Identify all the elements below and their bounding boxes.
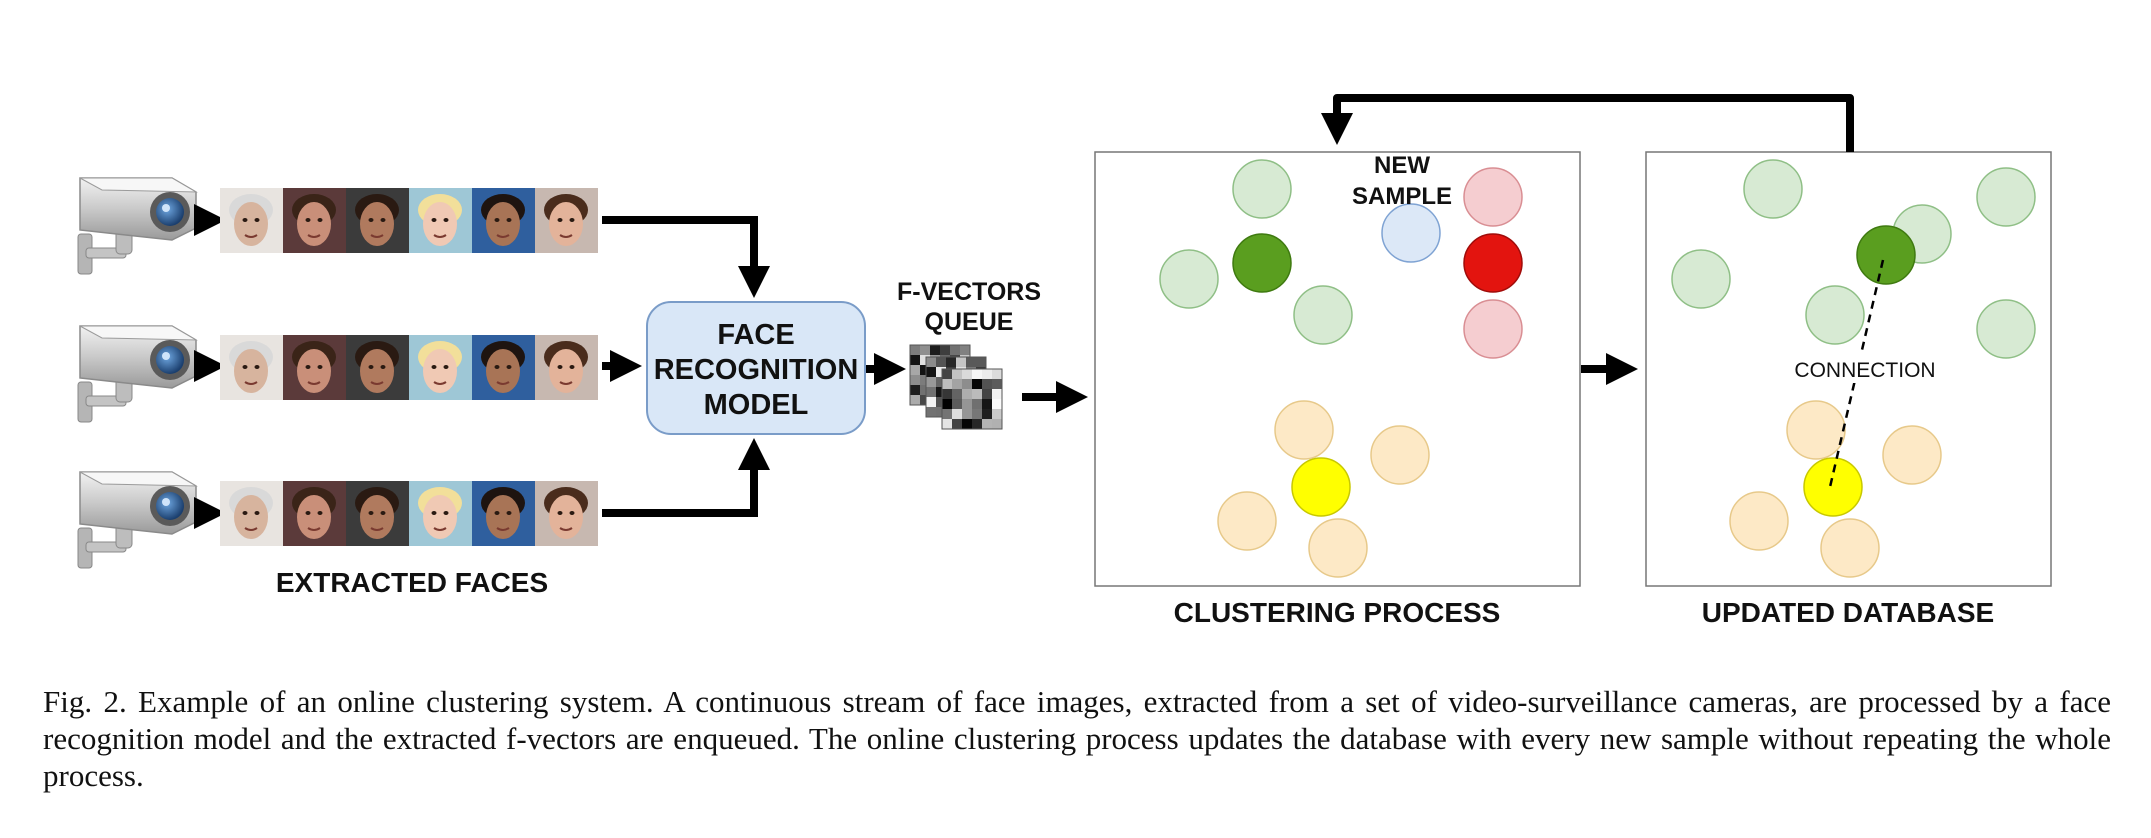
face-thumbnail-icon — [535, 188, 598, 253]
cluster-red-sample — [1463, 299, 1523, 359]
cluster-green-sample — [1232, 159, 1292, 219]
clustering-process-label: CLUSTERING PROCESS — [1174, 597, 1501, 628]
queue-label-line2: QUEUE — [925, 308, 1014, 336]
face-thumbnail-icon — [220, 188, 283, 253]
figure-caption: Fig. 2. Example of an online clustering … — [43, 684, 2111, 793]
security-camera-icon — [77, 325, 197, 423]
security-camera-icon — [77, 471, 197, 569]
updated-database-label: UPDATED DATABASE — [1702, 597, 1994, 628]
model-label-line2: RECOGNITION — [654, 354, 859, 386]
model-label-line3: MODEL — [704, 389, 809, 421]
face-thumbnail-icon — [409, 481, 472, 546]
cluster-red-centroid — [1463, 233, 1523, 293]
face-thumbnail-icon — [346, 481, 409, 546]
database-circles — [1671, 159, 2036, 578]
face-strips — [220, 188, 598, 546]
cluster-green-sample — [1743, 159, 1803, 219]
face-thumbnail-icon — [409, 188, 472, 253]
queue-label-line1: F-VECTORS — [897, 278, 1041, 306]
cluster-yellow-sample — [1370, 425, 1430, 485]
arrow-row1-to-model — [602, 216, 770, 298]
connection-label: CONNECTION — [1794, 359, 1935, 382]
cluster-yellow-sample — [1820, 518, 1880, 578]
connection-label-bg — [1791, 355, 1939, 383]
cluster-yellow-sample — [1729, 491, 1789, 551]
cluster-green-sample — [1293, 285, 1353, 345]
face-thumbnail-icon — [283, 335, 346, 400]
cluster-green-centroid — [1856, 225, 1916, 285]
face-thumbnail-icon — [283, 188, 346, 253]
cluster-green-sample — [1159, 249, 1219, 309]
face-thumbnail-icon — [472, 188, 535, 253]
face-thumbnail-icon — [220, 335, 283, 400]
cluster-green-centroid — [1232, 233, 1292, 293]
new-sample-label-line2: SAMPLE — [1352, 183, 1452, 210]
cluster-yellow-sample — [1882, 425, 1942, 485]
cluster-yellow-sample — [1786, 400, 1846, 460]
cluster-yellow-sample — [1308, 518, 1368, 578]
face-thumbnail-icon — [283, 481, 346, 546]
cluster-green-sample — [1671, 249, 1731, 309]
face-recognition-model-box — [646, 301, 866, 435]
face-thumbnail-icon — [535, 335, 598, 400]
security-camera-icon — [77, 177, 197, 275]
cluster-green-sample — [1805, 285, 1865, 345]
face-thumbnail-icon — [472, 481, 535, 546]
cluster-red-sample — [1463, 167, 1523, 227]
cluster-green-sample — [1976, 299, 2036, 359]
cluster-green-sample — [1976, 167, 2036, 227]
face-thumbnail-icon — [346, 188, 409, 253]
face-thumbnail-icon — [220, 481, 283, 546]
cluster-yellow-sample — [1274, 400, 1334, 460]
new-sample-label-line1: NEW — [1374, 152, 1430, 179]
feedback-arrow — [1321, 94, 1854, 152]
model-label-line1: FACE — [717, 319, 794, 351]
arrow-row3-to-model — [602, 438, 770, 517]
f-vector-queue — [909, 344, 1003, 430]
extracted-faces-label: EXTRACTED FACES — [276, 567, 548, 598]
face-thumbnail-icon — [346, 335, 409, 400]
clustering-circles — [1159, 159, 1523, 578]
face-thumbnail-icon — [535, 481, 598, 546]
cluster-yellow-sample — [1217, 491, 1277, 551]
cluster-yellow-centroid — [1803, 457, 1863, 517]
face-thumbnail-icon — [409, 335, 472, 400]
cluster-yellow-centroid — [1291, 457, 1351, 517]
new-sample-circle — [1381, 203, 1441, 263]
face-thumbnail-icon — [472, 335, 535, 400]
f-vector-matrix-icon — [941, 368, 1003, 430]
